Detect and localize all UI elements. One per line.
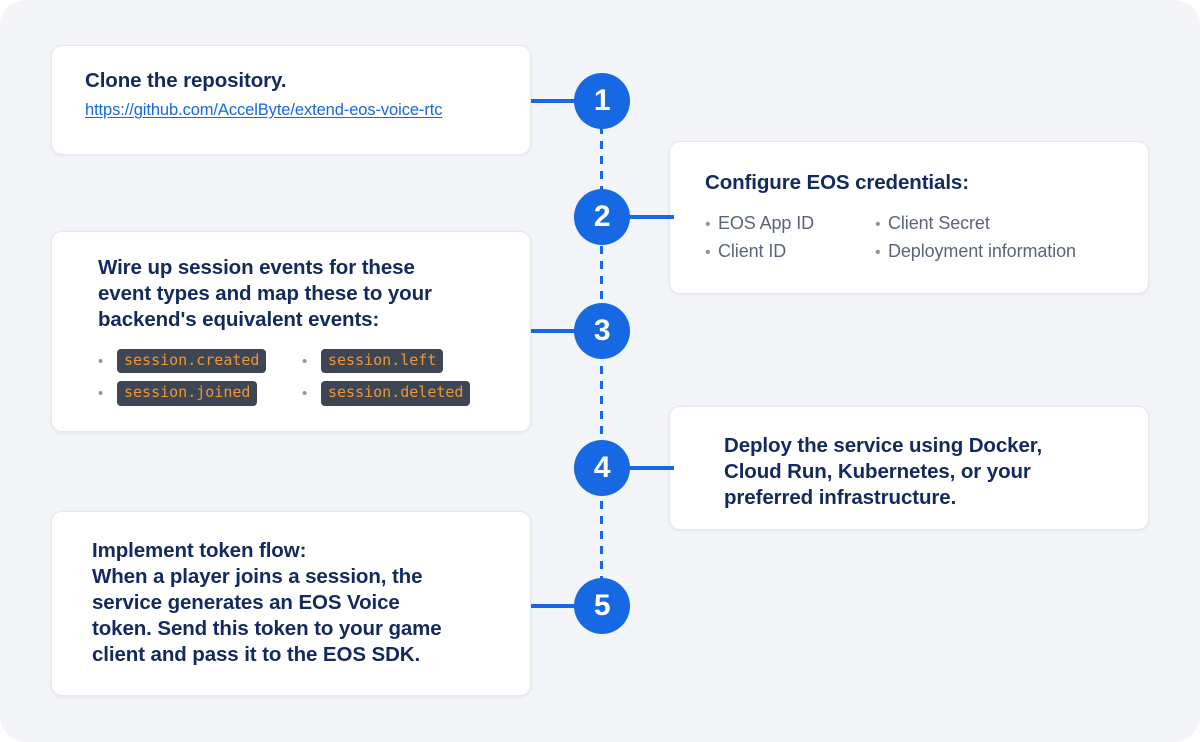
list-item-label: Client ID — [718, 240, 787, 261]
bullet-icon: • — [705, 243, 711, 261]
code-chip: session.left — [321, 349, 444, 374]
bullet-icon: • — [302, 352, 308, 370]
list-item: • session.joined — [98, 381, 302, 406]
session-events-column-right: • session.left • session.deleted — [302, 349, 471, 414]
bullet-icon: • — [705, 216, 711, 234]
step-4-title: Deploy the service using Docker, Cloud R… — [724, 434, 1043, 510]
list-item-label: Deployment information — [888, 240, 1076, 261]
step-3-card: Wire up session events for these event t… — [51, 231, 531, 432]
repository-link[interactable]: https://github.com/AccelByte/extend-eos-… — [85, 101, 443, 120]
step-5-connector — [531, 604, 578, 608]
bullet-icon: • — [302, 384, 308, 402]
step-1-connector — [531, 99, 578, 103]
list-item: • session.deleted — [302, 381, 471, 406]
step-4-connector — [626, 466, 674, 470]
credentials-column-left: • EOS App ID • Client ID — [705, 210, 875, 266]
code-chip: session.joined — [117, 381, 258, 406]
list-item: • session.left — [302, 349, 470, 374]
session-events-list: • session.created • session.joined • ses… — [98, 349, 510, 414]
bullet-icon: • — [875, 243, 881, 261]
step-1-number: 1 — [593, 84, 611, 117]
step-5-title: Implement token flow: When a player join… — [92, 539, 442, 667]
step-5-card: Implement token flow: When a player join… — [51, 511, 531, 696]
step-3-connector — [531, 329, 578, 333]
step-1-card: Clone the repository. https://github.com… — [51, 45, 531, 155]
bullet-icon: • — [98, 384, 104, 402]
step-2-connector — [626, 215, 674, 219]
step-2-number: 2 — [593, 200, 611, 233]
list-item: • Client Secret — [875, 210, 1076, 238]
step-1-node[interactable]: 1 — [574, 73, 630, 129]
list-item: • Deployment information — [875, 238, 1076, 266]
list-item-label: Client Secret — [888, 213, 990, 234]
step-1-title: Clone the repository. — [85, 69, 287, 92]
step-2-card: Configure EOS credentials: • EOS App ID … — [669, 141, 1149, 294]
step-3-node[interactable]: 3 — [574, 303, 630, 359]
step-3-number: 3 — [593, 314, 611, 347]
step-5-node[interactable]: 5 — [574, 578, 630, 634]
code-chip: session.created — [117, 349, 267, 374]
step-4-number: 4 — [593, 451, 611, 484]
step-5-number: 5 — [593, 589, 611, 622]
list-item-label: EOS App ID — [718, 213, 815, 234]
eos-credentials-list: • EOS App ID • Client ID • Client Secret… — [705, 210, 1122, 266]
credentials-column-right: • Client Secret • Deployment information — [875, 210, 1076, 266]
list-item: • session.created — [98, 349, 302, 374]
session-events-column-left: • session.created • session.joined — [98, 349, 302, 414]
code-chip: session.deleted — [321, 381, 471, 406]
step-3-title: Wire up session events for these event t… — [98, 256, 432, 332]
bullet-icon: • — [98, 352, 104, 370]
list-item: • Client ID — [705, 238, 875, 266]
list-item: • EOS App ID — [705, 210, 875, 238]
step-4-card: Deploy the service using Docker, Cloud R… — [669, 406, 1149, 530]
step-4-node[interactable]: 4 — [574, 440, 630, 496]
step-2-node[interactable]: 2 — [574, 189, 630, 245]
bullet-icon: • — [875, 216, 881, 234]
step-2-title: Configure EOS credentials: — [705, 171, 969, 194]
